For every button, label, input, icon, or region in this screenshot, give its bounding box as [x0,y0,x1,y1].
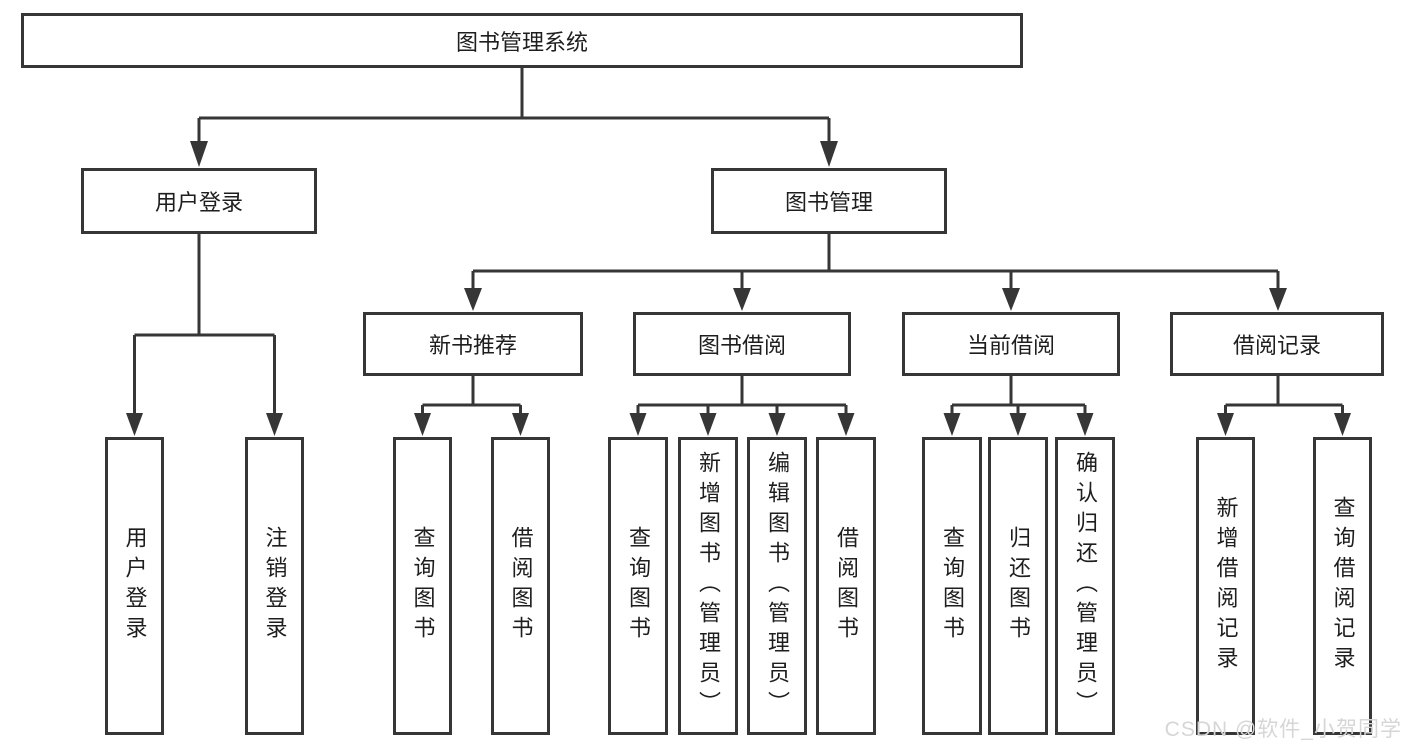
node-label: 借阅图书 [834,526,859,646]
node-return-books: 归还图书 [988,437,1048,735]
node-label: 编辑图书（管理员） [765,451,790,721]
connector-book-borrowing-children [629,376,855,436]
node-query-borrow-record: 查询借阅记录 [1313,437,1372,735]
node-add-books-admin: 新增图书（管理员） [678,437,738,735]
node-label: 用户登录 [154,190,243,215]
connector-book-management-children [464,234,1287,311]
node-user-login: 用户登录 [81,168,317,234]
node-borrow-books-leaf: 借阅图书 [816,437,876,735]
node-query-books-borrowing: 查询图书 [608,437,668,735]
node-confirm-return-admin: 确认归还（管理员） [1055,437,1115,735]
node-label: 归还图书 [1006,526,1031,646]
node-label: 借阅记录 [1232,333,1321,358]
node-label: 用户登录 [122,526,148,646]
node-user-login-leaf: 用户登录 [105,437,164,735]
node-logout-leaf: 注销登录 [245,437,304,735]
connector-current-borrowing-children [943,376,1094,436]
node-query-books-recommend: 查询图书 [393,437,452,735]
node-query-books-current: 查询图书 [922,437,982,735]
node-label: 借阅图书 [508,526,534,646]
node-label: 查询借阅记录 [1330,496,1356,676]
node-label: 图书管理 [784,190,873,215]
node-borrow-records: 借阅记录 [1170,312,1384,376]
connector-borrow-records-children [1217,376,1351,436]
node-current-borrowing: 当前借阅 [902,312,1120,376]
connector-new-book-recommendation-children [414,376,529,436]
node-label: 查询图书 [940,526,965,646]
node-library-management-system: 图书管理系统 [21,13,1023,68]
node-add-borrow-record: 新增借阅记录 [1196,437,1255,735]
node-label: 新增借阅记录 [1213,496,1239,676]
node-label: 图书借阅 [697,333,786,358]
node-label: 图书管理系统 [455,29,588,55]
connector-user-login-children [126,234,283,436]
node-borrow-books-recommend: 借阅图书 [491,437,550,735]
csdn-watermark: CSDN @软件_小贺同学 [1164,718,1402,741]
node-label: 当前借阅 [966,333,1055,358]
node-label: 查询图书 [626,526,651,646]
node-label: 确认归还（管理员） [1073,451,1098,721]
node-book-borrowing: 图书借阅 [633,312,851,376]
node-edit-books-admin: 编辑图书（管理员） [747,437,807,735]
node-label: 注销登录 [262,526,288,646]
node-label: 查询图书 [410,526,436,646]
node-label: 新增图书（管理员） [696,451,721,721]
connector-root-to-level2 [190,68,838,167]
node-label: 新书推荐 [428,333,517,358]
node-new-book-recommendation: 新书推荐 [363,312,583,376]
node-book-management: 图书管理 [711,168,947,234]
